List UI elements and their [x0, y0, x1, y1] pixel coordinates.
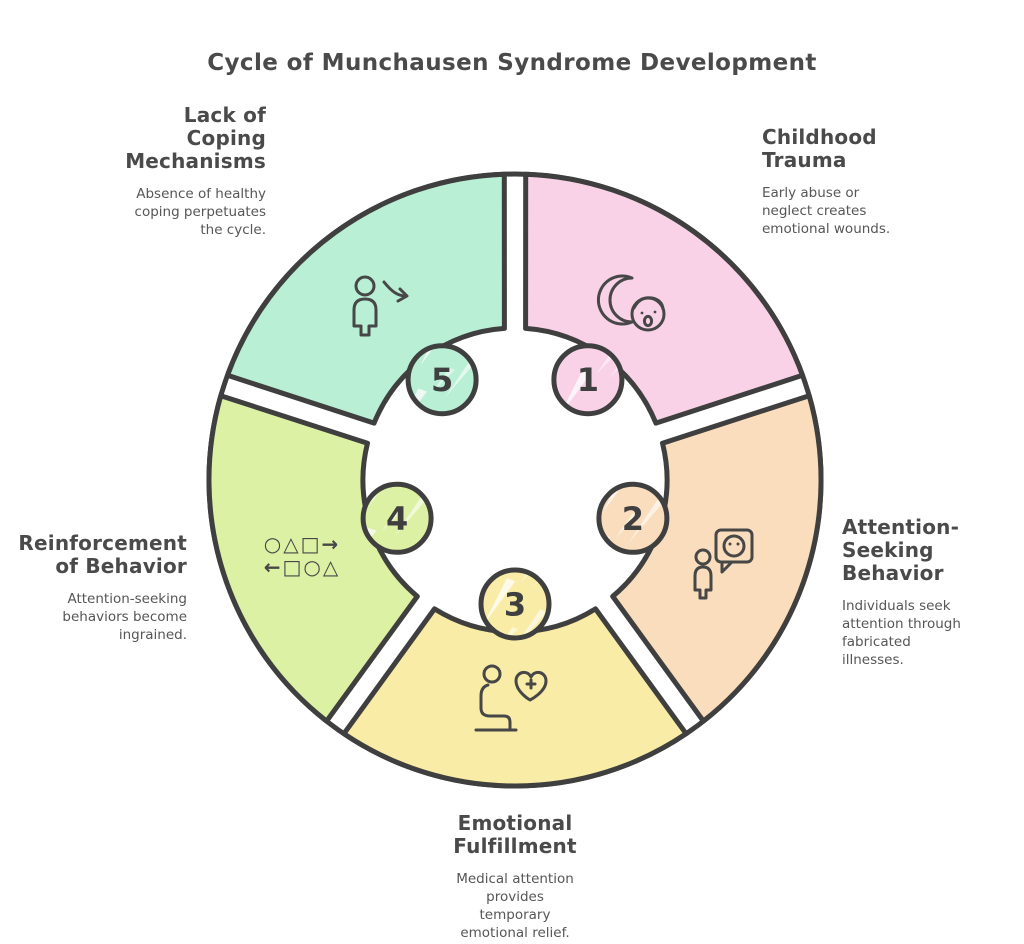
step-1-label-block: Childhood Trauma Early abuse or neglect … [762, 126, 992, 238]
step-badge-4: 4 [360, 481, 434, 555]
seated-person-heart-plus-icon [474, 664, 548, 732]
step-badge-2: 2 [596, 481, 670, 555]
step-5-heading: Lack of Coping Mechanisms [125, 103, 266, 173]
step-number-2: 2 [622, 500, 644, 538]
step-badge-3: 3 [478, 567, 552, 641]
step-number-3: 3 [504, 586, 526, 624]
step-4-heading: Reinforcement of Behavior [18, 531, 187, 578]
diagram-title: Cycle of Munchausen Syndrome Development [207, 50, 817, 76]
shapes-row-1: ○△□→ [264, 532, 341, 556]
step-3-label-block: Emotional Fulfillment Medical attention … [400, 812, 630, 942]
step-2-label-block: Attention- Seeking Behavior Individuals … [842, 516, 1022, 669]
step-5-label-block: Lack of Coping Mechanisms Absence of hea… [16, 104, 266, 239]
crying-baby-icon [596, 274, 666, 332]
step-number-4: 4 [386, 500, 408, 538]
step-4-label-block: Reinforcement of Behavior Attention-seek… [0, 532, 187, 644]
step-1-description: Early abuse or neglect creates emotional… [762, 185, 891, 237]
step-badge-5: 5 [405, 343, 479, 417]
step-number-1: 1 [577, 361, 599, 399]
shapes-row-2: ←□○△ [264, 555, 341, 579]
step-1-heading: Childhood Trauma [762, 125, 877, 172]
repeating-shapes-loop-icon: ○△□→ ←□○△ [264, 532, 341, 579]
step-badge-1: 1 [551, 343, 625, 417]
person-speech-bubble-icon [693, 528, 754, 600]
step-number-5: 5 [431, 361, 453, 399]
step-2-description: Individuals seek attention through fabri… [842, 598, 961, 668]
step-5-description: Absence of healthy coping perpetuates th… [134, 186, 266, 238]
person-decline-arrow-icon [352, 275, 409, 337]
step-2-heading: Attention- Seeking Behavior [842, 515, 960, 585]
step-4-description: Attention-seeking behaviors become ingra… [62, 591, 187, 643]
step-3-description: Medical attention provides temporary emo… [456, 871, 574, 941]
step-3-heading: Emotional Fulfillment [453, 811, 577, 858]
